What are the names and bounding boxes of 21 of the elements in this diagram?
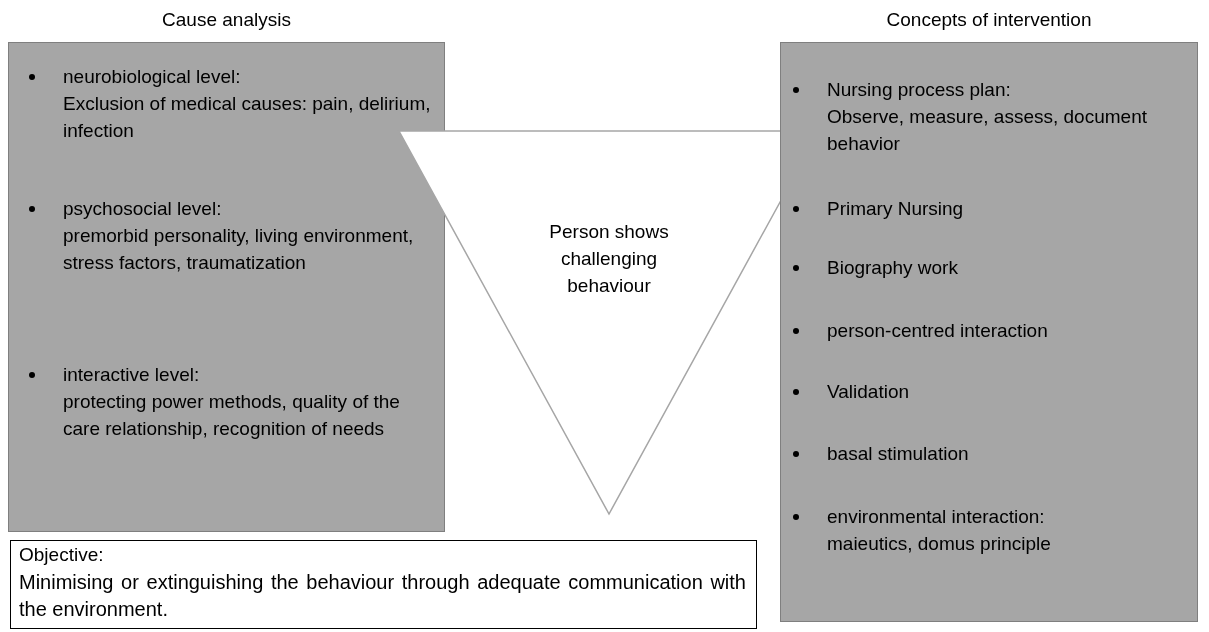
objective-text: Minimising or extinguishing the behaviour through adequate communication with the environment. bbox=[19, 570, 746, 622]
panel-heading: Concepts of intervention bbox=[885, 9, 1093, 31]
bullet-text: environmental interaction: bbox=[827, 505, 1046, 529]
bullet-text: Validation bbox=[827, 380, 911, 404]
bullet-text: neurobiological level: bbox=[63, 65, 242, 89]
bullet-text: person-centred interaction bbox=[827, 319, 1049, 343]
bullet-text: Biography work bbox=[827, 256, 959, 280]
item-text: maieutics, domus principle bbox=[827, 532, 1052, 556]
bullet-text: basal stimulation bbox=[827, 442, 970, 466]
item-text: protecting power methods, quality of the care relationship, recognition of needs bbox=[63, 390, 401, 441]
item-text: Exclusion of medical causes: pain, delirium, infection bbox=[63, 92, 432, 143]
objective-box bbox=[10, 540, 757, 629]
bullet-text: interactive level: bbox=[63, 363, 201, 387]
panel-heading: Cause analysis bbox=[161, 9, 292, 31]
bullet-text: Primary Nursing bbox=[827, 197, 965, 221]
bullet-text: psychosocial level: bbox=[63, 197, 223, 221]
bullet-text: Nursing process plan: bbox=[827, 78, 1012, 102]
item-text: Observe, measure, assess, document behavior bbox=[827, 105, 1148, 156]
triangle-label: Person shows challenging behaviour bbox=[548, 220, 670, 298]
objective-heading: Objective: bbox=[19, 543, 105, 567]
item-text: premorbid personality, living environment, stress factors, traumatization bbox=[63, 224, 415, 275]
